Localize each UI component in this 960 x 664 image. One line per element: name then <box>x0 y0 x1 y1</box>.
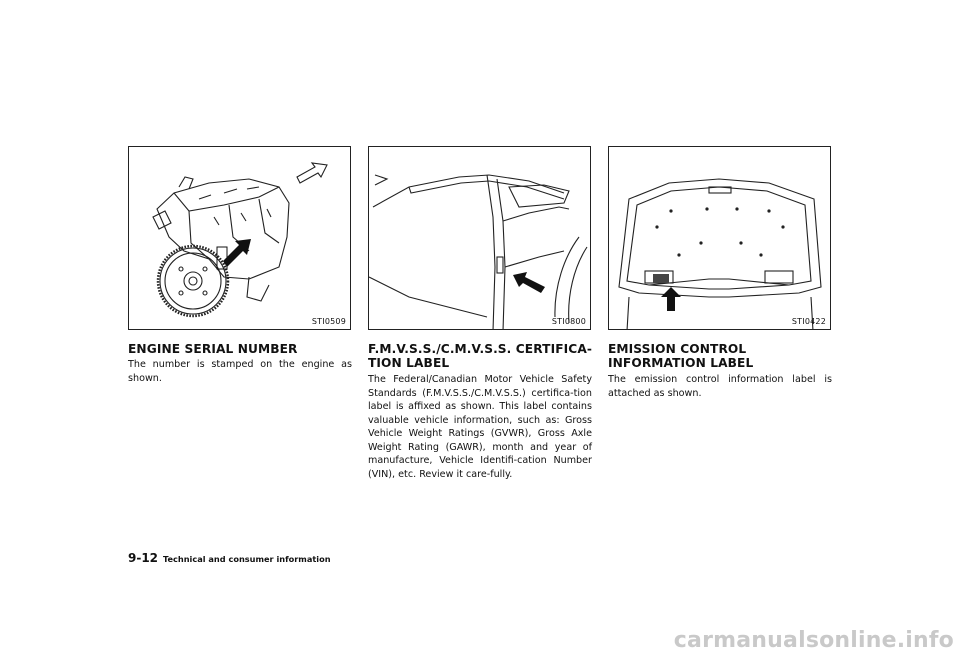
section-heading: EMISSION CONTROL INFORMATION LABEL <box>608 342 754 370</box>
section-body: The number is stamped on the engine as s… <box>128 359 352 384</box>
section-body: The emission control information label i… <box>608 374 832 399</box>
figure-code: STI0800 <box>551 317 586 326</box>
figure-code: STI0509 <box>311 317 346 326</box>
section-heading: ENGINE SERIAL NUMBER <box>128 342 298 356</box>
page-number: 9-12 <box>128 551 159 565</box>
hood-figure: STI0422 <box>608 146 831 330</box>
footer-section-title: Technical and consumer information <box>163 554 331 564</box>
figure-code: STI0422 <box>791 317 826 326</box>
engine-illustration <box>152 162 328 318</box>
section-heading: F.M.V.S.S./C.M.V.S.S. CERTIFICA-TION LAB… <box>368 342 593 370</box>
door-figure: STI0800 <box>368 146 591 330</box>
hood-underside-illustration <box>618 178 822 329</box>
section-body: The Federal/Canadian Motor Vehicle Safet… <box>368 374 592 480</box>
engine-figure: STI0509 <box>128 146 351 330</box>
watermark: carmanualsonline.info <box>673 628 954 653</box>
door-pillar-illustration <box>369 174 588 329</box>
